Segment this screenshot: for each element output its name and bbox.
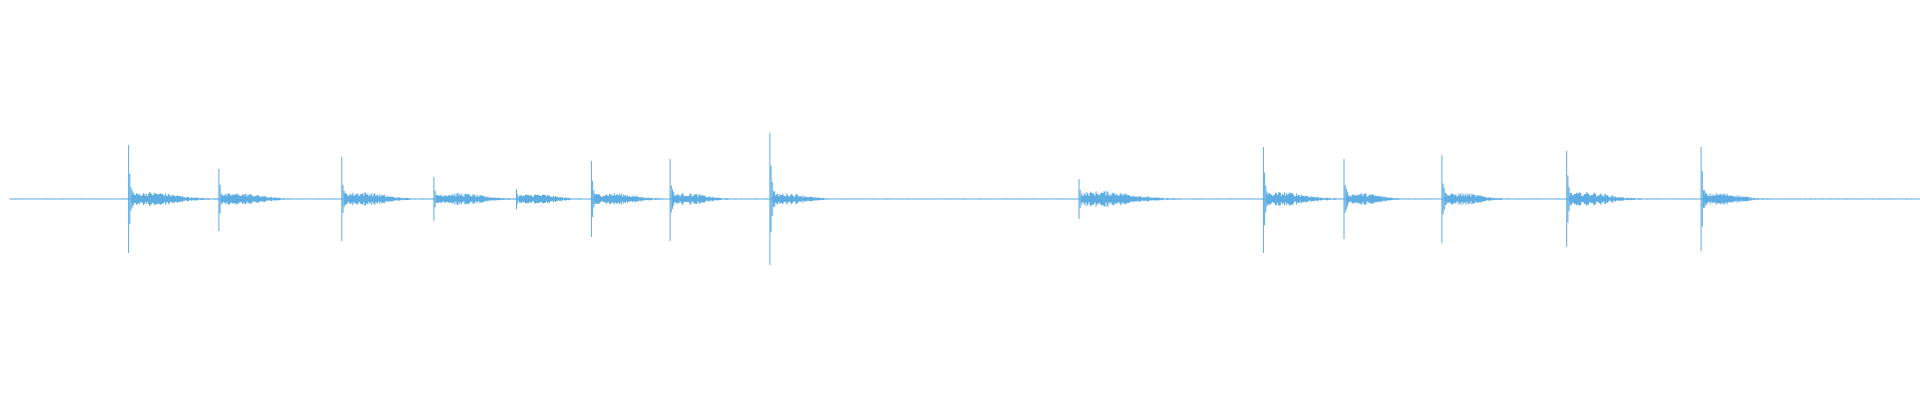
- waveform-transient-path: [341, 157, 438, 241]
- waveform-transient-path: [1078, 179, 1201, 219]
- waveform-transient-path: [1441, 155, 1530, 243]
- waveform-transient-path: [1566, 151, 1663, 247]
- waveform-transient-path: [1700, 147, 1789, 251]
- waveform-transient: [1343, 159, 1424, 239]
- waveform-transient: [1700, 147, 1789, 251]
- waveform-transient-path: [669, 159, 750, 241]
- waveform-transient: [769, 133, 850, 265]
- waveform-transient-path: [769, 133, 850, 265]
- waveform-transient-path: [1343, 159, 1424, 239]
- waveform-transient: [341, 157, 438, 241]
- waveform-transient-path: [218, 169, 315, 231]
- waveform-transient: [669, 159, 750, 241]
- waveform-transient: [1078, 179, 1201, 219]
- waveform-transient: [516, 189, 604, 209]
- waveform-transient: [1566, 151, 1663, 247]
- waveform-transient: [218, 169, 315, 231]
- waveform-transient: [1441, 155, 1530, 243]
- waveform-transient-path: [516, 189, 604, 209]
